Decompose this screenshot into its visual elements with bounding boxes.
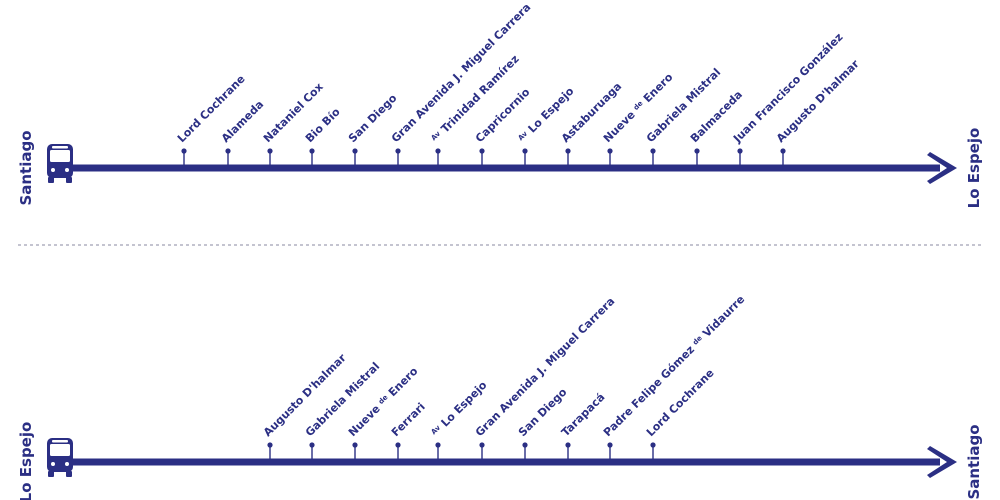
stop-label: Gran Avenida J. Miguel Carrera (389, 1, 533, 145)
stop-dot (181, 148, 187, 154)
stop: Gran Avenida J. Miguel Carrera (473, 295, 617, 459)
route-line (62, 458, 940, 466)
stop-dot (607, 148, 613, 154)
stop-dot (522, 442, 528, 448)
stop-dot (267, 148, 273, 154)
stop-dot (607, 442, 613, 448)
stop-dot (309, 442, 315, 448)
stop-label: Ferrari (389, 400, 428, 439)
stop-dot (352, 148, 358, 154)
route-2: Lo Espejo Santiago Augusto D'halmarGabriel… (17, 293, 983, 500)
stop-dot (395, 148, 401, 154)
stop-dot (650, 148, 656, 154)
stop-dot (650, 442, 656, 448)
stop-label: Alameda (219, 98, 266, 145)
stop-dot (267, 442, 273, 448)
bus-icon (47, 438, 73, 477)
stop-dot (435, 148, 441, 154)
stop-dot (479, 442, 485, 448)
stop-dot (565, 442, 571, 448)
stop: Bio Bío (303, 105, 343, 165)
stop-dot (479, 148, 485, 154)
bus-icon (47, 144, 73, 183)
stop-dot (309, 148, 315, 154)
destination-label: Santiago (965, 424, 983, 499)
stop-label: Bio Bío (303, 105, 343, 145)
stop-dot (225, 148, 231, 154)
stop: Alameda (219, 98, 266, 165)
stop-label: Gabriela Mistral (303, 360, 382, 439)
stop-dot (395, 442, 401, 448)
arrow-head-icon (927, 152, 957, 184)
stop: Gran Avenida J. Miguel Carrera (389, 1, 533, 165)
arrow-head-icon (927, 446, 957, 478)
origin-label: Santiago (17, 130, 35, 205)
origin-label: Lo Espejo (17, 422, 35, 500)
stop-label: Augusto D'halmar (774, 57, 862, 145)
stop: Tarapacá (559, 391, 607, 459)
stop: Ferrari (389, 400, 428, 459)
stop-dot (522, 148, 528, 154)
stop-dot (435, 442, 441, 448)
stop-dot (737, 148, 743, 154)
route-line (62, 164, 940, 172)
stop-dot (352, 442, 358, 448)
stop-dot (780, 148, 786, 154)
stop-dot (694, 148, 700, 154)
stop-label: Gabriela Mistral (644, 66, 723, 145)
stop: San Diego (346, 91, 400, 165)
destination-label: Lo Espejo (965, 128, 983, 209)
stop: Padre Felipe Gómez de Vidaurre (601, 293, 747, 459)
stop-dot (565, 148, 571, 154)
stop-label: Augusto D'halmar (261, 351, 349, 439)
stop: Augusto D'halmar (774, 57, 862, 165)
